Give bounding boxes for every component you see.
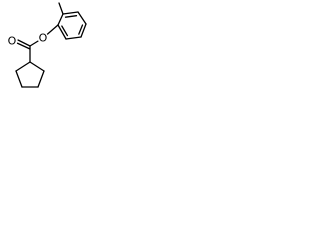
ring-bond bbox=[57, 24, 67, 40]
carbonyl-double-bond bbox=[17, 39, 31, 47]
ring-bond bbox=[57, 13, 64, 26]
ring-double-bond bbox=[61, 25, 69, 37]
carbonyl-oxygen-label: O bbox=[8, 35, 17, 48]
carbonyl-double-bond bbox=[16, 42, 31, 50]
ring-bond bbox=[15, 61, 31, 72]
ring-bond bbox=[37, 70, 45, 88]
cyclopentane-ring bbox=[15, 61, 45, 88]
ring-double-bond bbox=[64, 15, 78, 18]
ring-bond bbox=[29, 61, 45, 72]
ring-bond bbox=[15, 70, 23, 88]
ring-bond bbox=[80, 23, 87, 38]
methyl-bond bbox=[58, 2, 64, 15]
chemical-structure-diagram: O O bbox=[6, 2, 87, 88]
ring-bond bbox=[65, 36, 82, 40]
benzene-ring bbox=[57, 11, 87, 40]
ring-double-bond bbox=[78, 24, 84, 35]
carbonyl-oxygen-atom: O bbox=[6, 35, 18, 48]
ring-bond bbox=[77, 11, 87, 25]
ester-oxygen-label: O bbox=[39, 32, 48, 45]
ring-bond bbox=[62, 11, 79, 15]
ester-oxygen-atom: O bbox=[37, 32, 49, 45]
